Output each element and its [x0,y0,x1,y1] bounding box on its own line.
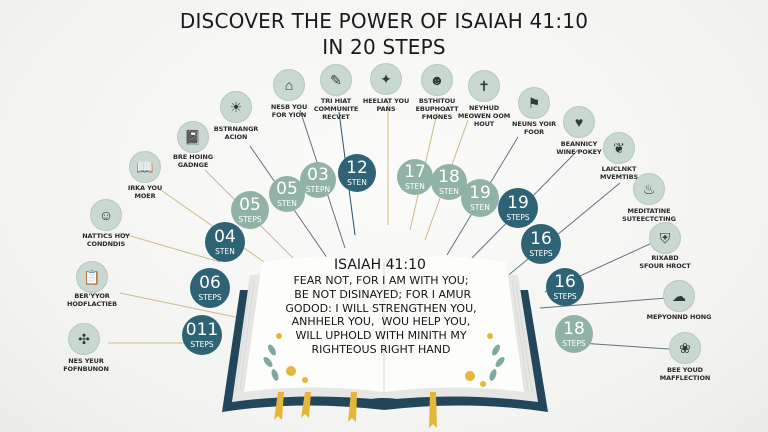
person-radiant-icon: ☀ [220,91,252,123]
icon-label: NES YEUR FOFNBUNON [63,357,109,373]
icon-label: BER'YYOR HODFLACTIEB [67,292,117,308]
reflection-icon: ❀ [669,332,701,364]
person-cloud-icon: ☁ [663,280,695,312]
verse-line: WILL UPHOLD WITH MINITH MY [295,329,467,343]
icon-label: BSTHITOU EBUPHOATT FMONES [415,97,459,121]
icon-label: BEE YOUD MAFFLECTION [659,366,711,382]
icon-label: BEANNICY WINE POKEY [556,140,602,156]
verse-line: GODOD: I WILL STRENGTHEN YOU, [285,301,477,315]
hands-book-icon: ❦ [603,132,635,164]
icon-label: LAICLNKT MVEMTIBS [599,165,639,181]
cross-people-icon: ✝ [468,70,500,102]
house-icon: ⌂ [273,69,305,101]
icon-label: RIXABD SFOUR HROCT [639,254,691,270]
icon-label: MEPYONND HONG [646,313,712,321]
icon-label: TRI HIAT COMMUNITE RECVET [313,97,359,121]
journal-icon: 📓 [177,121,209,153]
shield-icon: ⛨ [649,222,681,254]
head-profile-icon: ☻ [421,64,453,96]
page-title: DISCOVER THE POWER OF ISAIAH 41:10 IN 20… [0,8,768,60]
icon-label: NEYHUD MEOWEN OOM HOUT [457,104,511,128]
icon-label: MEDITATINE SUTEECTCTING [622,207,676,223]
icon-label: HEELIAT YOU PANS [362,97,410,113]
icon-label: IRKA YOU MOER [127,184,163,200]
verse-reference: ISAIAH 41:10 [334,257,426,273]
verse-line: RIGHTEOUS RIGHT HAND [311,342,451,356]
title-line-1: DISCOVER THE POWER OF ISAIAH 41:10 [179,9,589,33]
icon-label: NEUNS YOIR FOOR [512,120,556,136]
title-line-2: IN 20 STEPS [322,35,446,59]
open-book-icon: 📖 [129,151,161,183]
meditation-icon: ♨ [633,173,665,205]
compass-icon: ✣ [68,323,100,355]
icon-label: BSTRNANGR ACION [213,125,259,141]
verse-text: FEAR NOT, FOR I AM WITH YOU; BE NOT DISI… [250,274,512,357]
icon-label: NATTICS HOY CONDNDIS [82,232,130,248]
icon-label: NESB YOU FOR YION [270,103,308,119]
bible-icon: ✦ [370,63,402,95]
community-icon: ⚑ [518,87,550,119]
verse-line: ANHHELR YOU, WOU HELP YOU, [291,315,471,329]
verse-line: FEAR NOT, FOR I AM WITH YOU; [293,274,469,287]
family-icon: ♥ [563,106,595,138]
icon-label: BRE HOING GADNGE [173,153,213,169]
document-icon: ✎ [320,64,352,96]
clipboard-icon: 📋 [76,261,108,293]
praying-person-icon: ☺ [90,199,122,231]
verse-line: BE NOT DISINAYED; FOR I AMUR [290,287,472,301]
